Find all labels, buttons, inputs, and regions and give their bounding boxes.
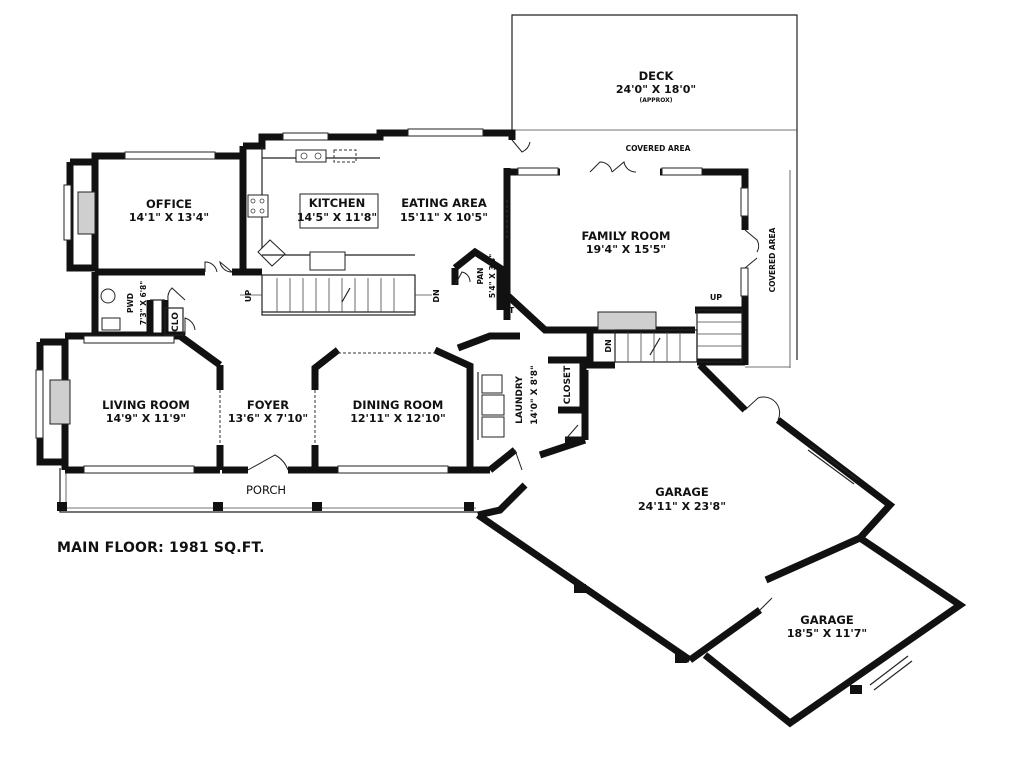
garage-main-name: GARAGE [655,485,709,499]
deck-outline [511,14,798,368]
center-stair [240,274,432,316]
office-dims: 14'1" X 13'4" [129,211,209,224]
right-stair [614,309,743,363]
kitchen-dims: 14'5" X 11'8" [297,211,377,224]
office-name: OFFICE [146,197,192,211]
dining-room-dims: 12'11" X 12'10" [350,412,446,425]
storage-label: ST [504,306,515,315]
room-label-living-room: LIVING ROOM 14'9" X 11'9" [102,398,190,425]
laundry-dims: 14'0" X 8'8" [530,365,540,424]
garage-small-name: GARAGE [800,613,854,627]
foyer-name: FOYER [247,398,289,412]
room-label-dining-room: DINING ROOM 12'11" X 12'10" [350,398,446,425]
pantry-dims: 5'4" X 3'3" [488,254,497,298]
right-stair-up-label: UP [710,293,722,302]
room-label-family-room: FAMILY ROOM 19'4" X 15'5" [582,229,671,256]
closet-label: CLOSET [563,365,573,404]
room-label-clo: CLO [164,307,184,336]
garage-main-dims: 24'11" X 23'8" [638,500,726,513]
dashed-openings [219,200,508,445]
deck-name: DECK [639,69,675,83]
room-label-pantry: PAN 5'4" X 3'3" [476,254,497,298]
center-stair-dn-label: DN [432,289,441,302]
pwd-name: PWD [126,293,135,313]
kitchen-name: KITCHEN [309,196,366,210]
room-label-office: OFFICE 14'1" X 13'4" [129,197,209,224]
fireplaces [49,191,657,425]
room-label-foyer: FOYER 13'6" X 7'10" [228,398,308,425]
deck-dims: 24'0" X 18'0" [616,83,696,96]
room-label-kitchen: KITCHEN 14'5" X 11'8" [297,196,377,224]
covered-area-right-label: COVERED AREA [768,227,777,292]
center-stair-up-label: UP [244,290,253,302]
living-room-dims: 14'9" X 11'9" [106,412,186,425]
powder-fixtures [100,288,165,331]
deck-note: (APPROX) [639,97,672,104]
kitchen-fixtures [247,146,415,271]
porch-label: PORCH [246,483,286,497]
pantry-name: PAN [476,268,485,285]
room-label-eating-area: EATING AREA 15'11" X 10'5" [400,196,488,224]
room-label-garage-small: GARAGE 18'5" X 11'7" [787,613,867,640]
room-label-pwd: PWD 7'3" X 6'8" [126,281,148,325]
right-stair-dn-label: DN [604,339,613,352]
dining-room-name: DINING ROOM [353,398,444,412]
clo-name: CLO [171,312,181,332]
floor-area-caption: MAIN FLOOR: 1981 SQ.FT. [57,540,265,556]
laundry-name: LAUNDRY [515,376,525,424]
garage-small-dims: 18'5" X 11'7" [787,627,867,640]
living-room-name: LIVING ROOM [102,398,190,412]
foyer-dims: 13'6" X 7'10" [228,412,308,425]
windows [35,128,913,691]
room-label-deck: DECK 24'0" X 18'0" (APPROX) [616,69,696,104]
room-label-garage-main: GARAGE 24'11" X 23'8" [638,485,726,513]
family-room-dims: 19'4" X 15'5" [586,243,666,256]
room-label-laundry: LAUNDRY 14'0" X 8'8" [515,365,540,424]
eating-area-dims: 15'11" X 10'5" [400,211,488,224]
porch-outline [57,468,478,513]
laundry-fixtures [477,372,505,440]
covered-area-top-label: COVERED AREA [626,144,691,153]
garage-walls [476,362,967,728]
eating-area-name: EATING AREA [401,196,487,210]
pwd-dims: 7'3" X 6'8" [139,281,148,325]
door-swings [167,139,781,611]
family-room-name: FAMILY ROOM [582,229,671,243]
